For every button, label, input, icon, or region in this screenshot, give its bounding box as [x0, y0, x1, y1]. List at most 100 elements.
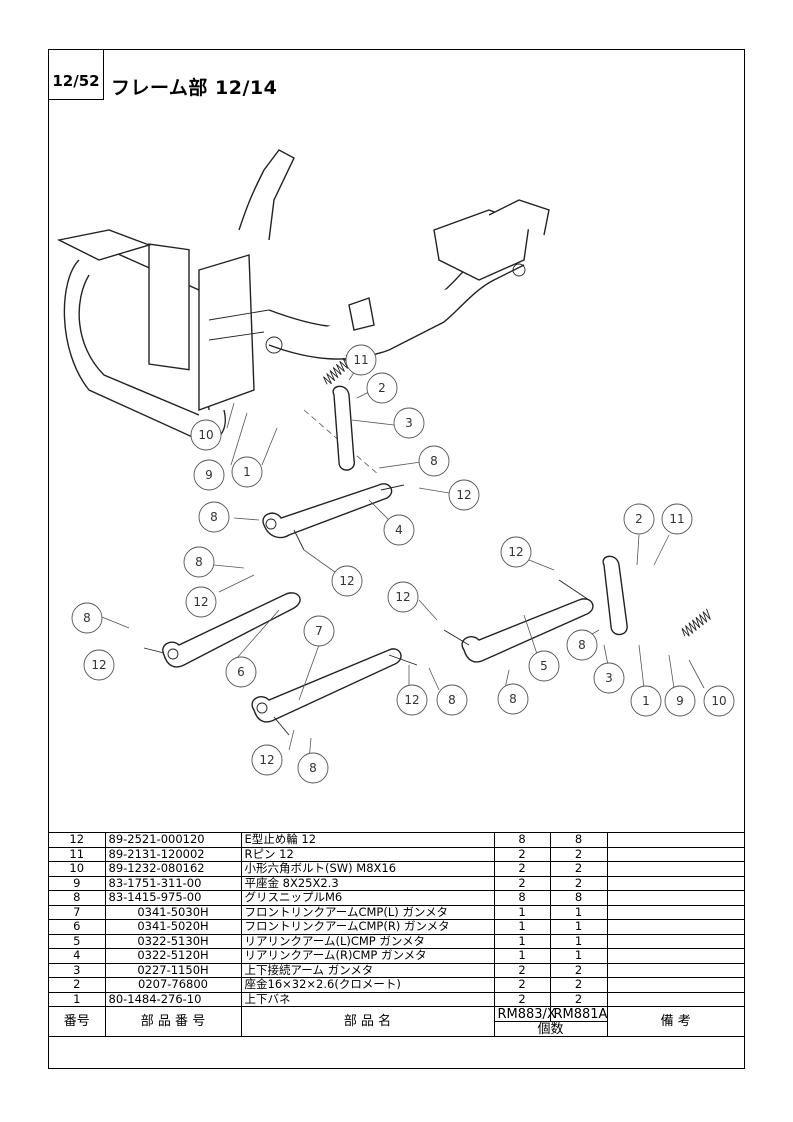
drawing-sheet: 12/52 フレーム部 12/14	[48, 49, 745, 1069]
callout-10b: 10	[703, 685, 735, 717]
row-qty-b: 1	[549, 904, 608, 920]
svg-text:12: 12	[404, 693, 419, 707]
row-part-name: 上下バネ	[240, 991, 495, 1007]
svg-text:12: 12	[91, 658, 106, 672]
svg-text:11: 11	[669, 512, 684, 526]
callout-3b: 3	[593, 662, 625, 694]
row-part-no: 0322-5120H	[104, 948, 242, 964]
svg-text:1: 1	[642, 694, 650, 708]
row-no: 10	[49, 861, 106, 877]
row-part-name: 平座金 8X25X2.3	[240, 875, 495, 891]
svg-text:6: 6	[237, 665, 245, 679]
row-part-name: E型止め輪 12	[240, 832, 495, 848]
callout-2a: 2	[366, 372, 398, 404]
header-model-b: RM881A	[549, 1006, 608, 1022]
callout-1a: 1	[231, 456, 263, 488]
row-part-no: 0341-5030H	[104, 904, 242, 920]
row-part-no: 0227-1150H	[104, 962, 242, 978]
row-part-no: 0322-5130H	[104, 933, 242, 949]
svg-text:2: 2	[635, 512, 643, 526]
svg-text:10: 10	[711, 694, 726, 708]
row-qty-b: 1	[549, 933, 608, 949]
callout-1b: 1	[630, 685, 662, 717]
header-part-name: 部 品 名	[240, 1006, 495, 1037]
row-qty-a: 2	[493, 991, 551, 1007]
callout-9b: 9	[664, 685, 696, 717]
row-remarks	[606, 991, 744, 1007]
svg-text:9: 9	[205, 468, 213, 482]
svg-text:10: 10	[198, 428, 213, 442]
row-part-name: グリスニップルM6	[240, 890, 495, 906]
row-no: 3	[49, 962, 106, 978]
svg-text:2: 2	[378, 381, 386, 395]
row-qty-a: 2	[493, 977, 551, 993]
row-no: 5	[49, 933, 106, 949]
svg-text:12: 12	[456, 488, 471, 502]
header-qty: 個数	[494, 1021, 607, 1037]
callout-9a: 9	[193, 459, 225, 491]
callout-8c: 8	[183, 546, 215, 578]
row-qty-a: 1	[493, 919, 551, 935]
row-remarks	[606, 861, 744, 877]
row-remarks	[606, 904, 744, 920]
row-remarks	[606, 890, 744, 906]
row-no: 9	[49, 875, 106, 891]
page-title: フレーム部 12/14	[111, 77, 278, 99]
row-qty-a: 1	[493, 933, 551, 949]
row-no: 2	[49, 977, 106, 993]
row-qty-b: 8	[549, 890, 608, 906]
row-remarks	[606, 962, 744, 978]
callout-11b: 11	[661, 503, 693, 535]
row-remarks	[606, 919, 744, 935]
callout-5: 5	[528, 650, 560, 682]
callout-8d: 8	[71, 602, 103, 634]
callout-12a: 12	[448, 479, 480, 511]
row-no: 12	[49, 832, 106, 848]
row-part-name: リアリンクアーム(R)CMP ガンメタ	[240, 948, 495, 964]
connecting-arm-right	[602, 555, 628, 636]
row-remarks	[606, 875, 744, 891]
row-qty-a: 2	[493, 962, 551, 978]
callout-8b: 8	[198, 501, 230, 533]
callout-8g: 8	[566, 629, 598, 661]
svg-text:8: 8	[430, 454, 438, 468]
row-remarks	[606, 846, 744, 862]
row-part-name: フロントリンクアームCMP(R) ガンメタ	[240, 919, 495, 935]
header-part-no: 部 品 番 号	[104, 1006, 242, 1037]
header-remarks: 備 考	[606, 1006, 744, 1037]
row-part-no: 80-1484-276-10	[104, 991, 242, 1007]
row-part-no: 0207-76800	[104, 977, 242, 993]
table-header-row-1: 番号 部 品 番 号 部 品 名 RM883/X RM881A 備 考	[49, 1006, 744, 1037]
spring-right	[681, 608, 711, 637]
svg-text:8: 8	[509, 692, 517, 706]
row-part-name: 上下接続アーム ガンメタ	[240, 962, 495, 978]
rear-link-arm-r	[262, 483, 393, 539]
svg-text:9: 9	[676, 694, 684, 708]
svg-text:12: 12	[339, 574, 354, 588]
page-number: 12/52	[49, 50, 104, 100]
callout-8e: 8	[436, 684, 468, 716]
callout-12e: 12	[396, 684, 428, 716]
row-remarks	[606, 933, 744, 949]
row-qty-a: 2	[493, 846, 551, 862]
row-part-no: 83-1751-311-00	[104, 875, 242, 891]
svg-text:12: 12	[259, 753, 274, 767]
row-qty-a: 2	[493, 875, 551, 891]
callout-6: 6	[225, 656, 257, 688]
front-link-arm-r	[162, 592, 301, 668]
row-no: 1	[49, 991, 106, 1007]
row-qty-b: 2	[549, 962, 608, 978]
row-qty-b: 1	[549, 948, 608, 964]
table-header-row-2: 個数	[49, 1021, 744, 1037]
svg-text:4: 4	[395, 523, 403, 537]
rear-link-arm-l	[461, 598, 594, 663]
callout-8a: 8	[418, 445, 450, 477]
header-model-a: RM883/X	[493, 1006, 556, 1022]
